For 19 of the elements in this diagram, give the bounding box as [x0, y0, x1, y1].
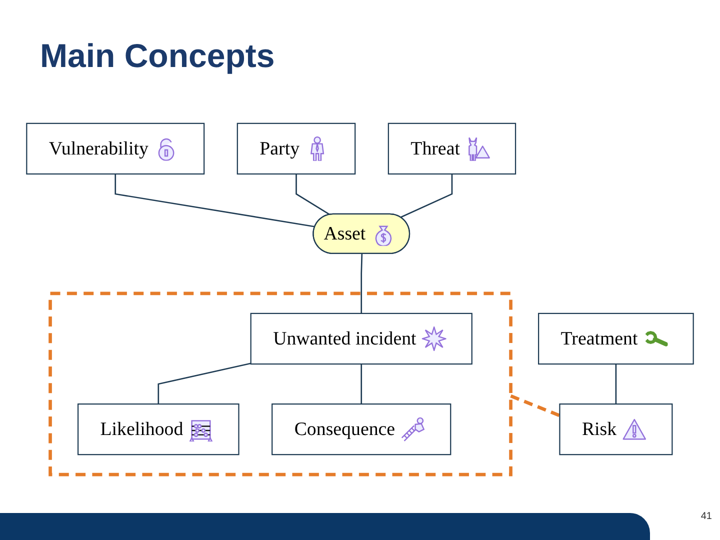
concept-label: Asset [324, 222, 366, 246]
page-number: 41 [700, 511, 712, 522]
connector-line [158, 362, 251, 404]
connector-line [360, 254, 363, 314]
concept-label: Threat [410, 136, 460, 161]
concept-label: Unwanted incident [273, 326, 416, 351]
concept-label: Consequence [294, 417, 396, 442]
concept-label: Risk [582, 417, 617, 442]
concept-label: Treatment [560, 326, 638, 351]
connector-line [400, 174, 453, 218]
connector-line [360, 364, 362, 404]
connector-line [114, 174, 316, 228]
concept-label: Vulnerability [48, 136, 148, 161]
connector-line [296, 174, 330, 216]
connector-line [615, 364, 617, 404]
connector-line [510, 394, 560, 418]
slide-title: Main Concepts [40, 38, 275, 74]
concept-label: Likelihood [100, 417, 184, 442]
concept-label: Party [260, 136, 300, 161]
